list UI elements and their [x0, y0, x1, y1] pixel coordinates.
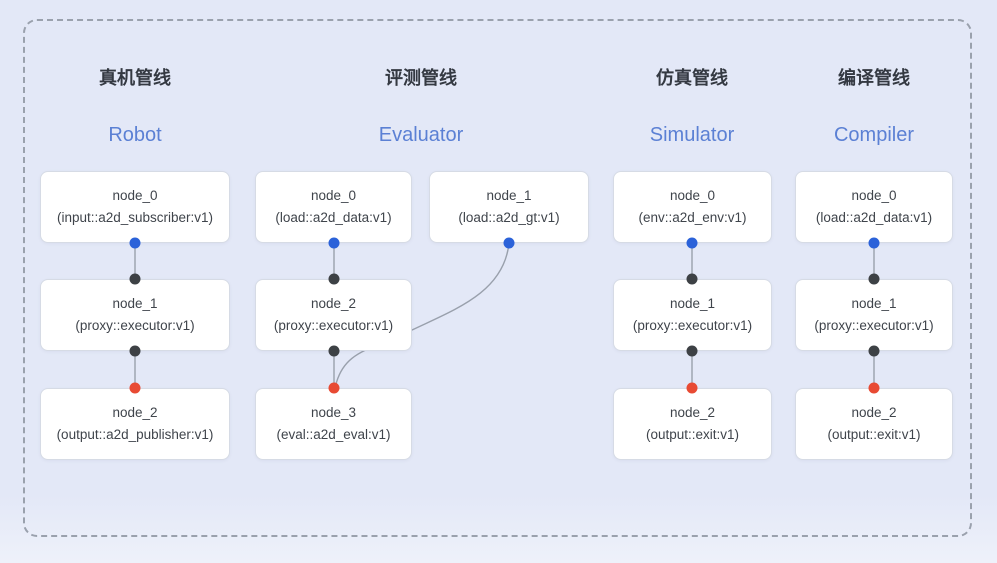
node-type: (output::exit:v1)	[645, 427, 740, 442]
pipeline-title-cn-evaluator: 评测管线	[385, 68, 457, 88]
node-type: (load::a2d_data:v1)	[815, 210, 933, 225]
final-port-dot	[129, 382, 141, 394]
input-port-dot	[328, 273, 340, 285]
node-box-compiler-0: node_0 (load::a2d_data:v1)	[795, 171, 953, 243]
node-name: node_1	[669, 296, 716, 311]
pipeline-title-en-compiler: Compiler	[833, 124, 915, 146]
node-name: node_0	[851, 188, 897, 203]
node-box-evaluator-0: node_0 (load::a2d_data:v1)	[255, 171, 412, 243]
output-port-dot	[868, 237, 880, 249]
edge-eval-1-3-curve	[334, 242, 510, 389]
node-box-compiler-2: node_2 (output::exit:v1)	[795, 388, 953, 460]
node-name: node_2	[310, 296, 357, 311]
node-type: (output::exit:v1)	[827, 427, 921, 442]
node-type: (load::a2d_data:v1)	[275, 210, 392, 225]
output-port-dot	[328, 237, 340, 249]
pipeline-title-en-evaluator: Evaluator	[378, 124, 464, 146]
node-name: node_0	[310, 188, 357, 203]
node-name: node_1	[112, 296, 158, 311]
input-port-dot	[686, 273, 698, 285]
output-port-dot	[129, 237, 141, 249]
input-port-dot	[868, 273, 880, 285]
node-name: node_2	[669, 405, 716, 420]
input-port-dot	[129, 273, 141, 285]
diagram-dashed-frame	[23, 19, 972, 537]
node-box-evaluator-2: node_2 (proxy::executor:v1)	[255, 279, 412, 351]
output-port-dot	[129, 345, 141, 357]
node-type: (proxy::executor:v1)	[273, 318, 394, 333]
node-type: (proxy::executor:v1)	[814, 318, 934, 333]
pipeline-title-cn-simulator: 仿真管线	[656, 68, 728, 88]
pipeline-title-en-robot: Robot	[108, 124, 162, 146]
node-name: node_1	[851, 296, 897, 311]
node-box-simulator-1: node_1 (proxy::executor:v1)	[613, 279, 772, 351]
node-type: (proxy::executor:v1)	[75, 318, 195, 333]
node-type: (output::a2d_publisher:v1)	[56, 427, 214, 442]
node-box-robot-2: node_2 (output::a2d_publisher:v1)	[40, 388, 230, 460]
node-box-compiler-1: node_1 (proxy::executor:v1)	[795, 279, 953, 351]
node-box-evaluator-3: node_3 (eval::a2d_eval:v1)	[255, 388, 412, 460]
node-name: node_0	[112, 188, 158, 203]
node-name: node_2	[851, 405, 897, 420]
node-name: node_2	[112, 405, 158, 420]
output-port-dot	[868, 345, 880, 357]
output-port-dot	[686, 237, 698, 249]
node-type: (load::a2d_gt:v1)	[458, 210, 560, 225]
node-type: (env::a2d_env:v1)	[638, 210, 747, 225]
output-port-dot	[328, 345, 340, 357]
pipeline-title-en-simulator: Simulator	[649, 124, 735, 146]
node-name: node_0	[669, 188, 716, 203]
output-port-dot	[503, 237, 515, 249]
node-name: node_1	[486, 188, 532, 203]
final-port-dot	[686, 382, 698, 394]
final-port-dot	[328, 382, 340, 394]
node-box-simulator-0: node_0 (env::a2d_env:v1)	[613, 171, 772, 243]
node-type: (input::a2d_subscriber:v1)	[56, 210, 214, 225]
node-box-evaluator-1: node_1 (load::a2d_gt:v1)	[429, 171, 589, 243]
pipeline-title-cn-robot: 真机管线	[99, 68, 171, 88]
node-box-robot-0: node_0 (input::a2d_subscriber:v1)	[40, 171, 230, 243]
output-port-dot	[686, 345, 698, 357]
node-box-simulator-2: node_2 (output::exit:v1)	[613, 388, 772, 460]
node-box-robot-1: node_1 (proxy::executor:v1)	[40, 279, 230, 351]
pipeline-title-cn-compiler: 编译管线	[838, 68, 910, 88]
node-name: node_3	[310, 405, 357, 420]
node-type: (proxy::executor:v1)	[632, 318, 753, 333]
final-port-dot	[868, 382, 880, 394]
node-type: (eval::a2d_eval:v1)	[276, 427, 391, 442]
